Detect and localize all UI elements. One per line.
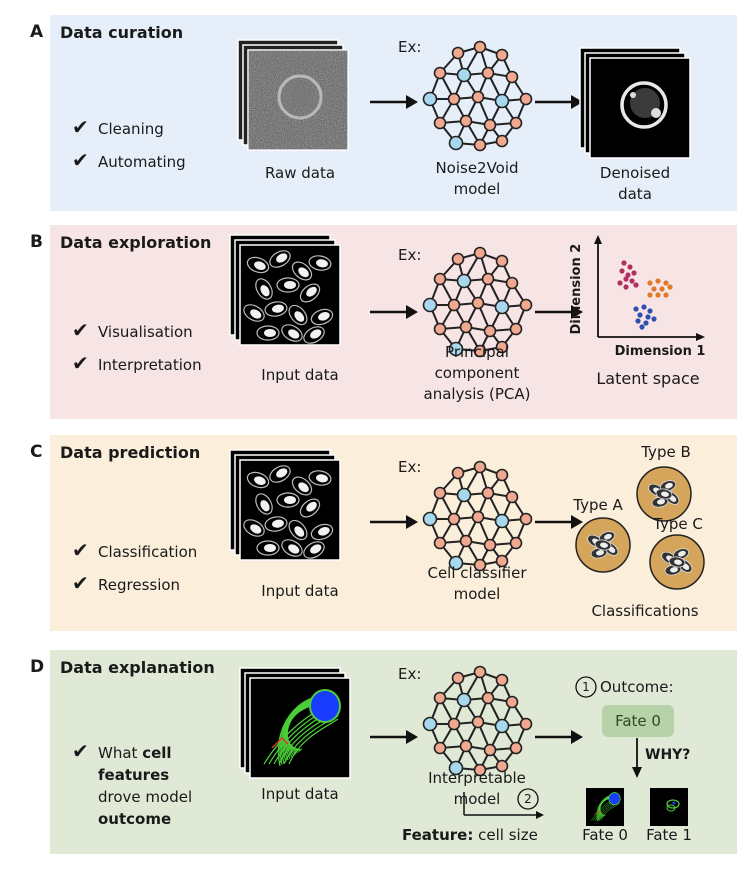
raw-data-label: Raw data xyxy=(264,164,336,182)
step-marker-2 xyxy=(517,788,539,810)
example-label: Ex: xyxy=(398,665,422,683)
arrow-right-icon xyxy=(535,305,583,319)
panel-d-graphics xyxy=(239,665,688,826)
panel-title: Data prediction xyxy=(60,443,201,462)
check-icon: ✔ xyxy=(72,538,89,562)
arrow-right-icon xyxy=(535,95,583,109)
step-1-number: 1 xyxy=(582,680,590,694)
neural-network-icon xyxy=(422,246,533,358)
class-circle-type-a xyxy=(575,517,631,573)
type-c-label: Type C xyxy=(653,515,703,533)
panel-letter-c: C xyxy=(30,442,43,462)
output-label-line1: Denoised xyxy=(599,164,671,182)
arrow-right-icon xyxy=(370,95,418,109)
neural-network-icon xyxy=(422,460,533,572)
why-label: WHY? xyxy=(645,747,691,763)
type-b-label: Type B xyxy=(641,443,691,461)
step-marker-1 xyxy=(575,676,597,698)
model-label-line1: Principal xyxy=(445,343,509,361)
model-label-line2: model xyxy=(453,180,501,198)
check-item: ✔Classification xyxy=(72,538,198,562)
check-icon: ✔ xyxy=(72,318,89,342)
model-label-line1: Noise2Void xyxy=(435,159,519,177)
arrow-right-icon xyxy=(370,515,418,529)
panel-a-graphics xyxy=(237,39,691,159)
model-label-line1: Interpretable xyxy=(428,769,526,787)
input-data-label: Input data xyxy=(261,582,339,600)
outcome-label: Outcome: xyxy=(600,678,674,696)
check-icon: ✔ xyxy=(72,739,89,763)
step-2-number: 2 xyxy=(524,792,532,806)
check-icon: ✔ xyxy=(72,115,89,139)
check-icon: ✔ xyxy=(72,351,89,375)
arrow-right-icon xyxy=(535,730,583,744)
arrow-right-icon xyxy=(535,515,583,529)
example-label: Ex: xyxy=(398,246,422,264)
fate1-label: Fate 1 xyxy=(646,826,692,844)
image-stack-icon xyxy=(229,449,341,561)
neural-network-icon xyxy=(422,40,533,152)
check-item: ✔Cleaning xyxy=(72,115,164,139)
check-icon: ✔ xyxy=(72,148,89,172)
input-data-label: Input data xyxy=(261,785,339,803)
panel-b-graphics xyxy=(229,234,705,358)
panel-title: Data exploration xyxy=(60,233,212,252)
fate0-label: Fate 0 xyxy=(582,826,628,844)
output-label-line2: data xyxy=(618,185,652,203)
image-stack-icon xyxy=(239,667,351,779)
panel-data-explanation: Data explanation ✔What cell features dro… xyxy=(50,650,737,854)
panel-data-curation: Data curation ✔Cleaning ✔Automating xyxy=(50,15,737,211)
check-item: ✔What cell features drove model outcome xyxy=(72,739,193,828)
check-item: ✔Interpretation xyxy=(72,351,202,375)
image-stack-icon xyxy=(229,234,341,346)
image-stack-icon xyxy=(237,39,349,151)
arrow-right-icon xyxy=(370,730,418,744)
latent-space-label: Latent space xyxy=(596,369,700,388)
type-a-label: Type A xyxy=(573,496,623,514)
check-icon: ✔ xyxy=(72,571,89,595)
arrow-right-icon xyxy=(370,305,418,319)
example-label: Ex: xyxy=(398,38,422,56)
check-item: ✔Automating xyxy=(72,148,186,172)
panel-letter-a: A xyxy=(30,22,44,42)
model-label-line1: Cell classifier xyxy=(427,564,527,582)
neural-network-icon xyxy=(422,665,533,777)
class-circle-type-c xyxy=(649,534,705,590)
panel-letter-d: D xyxy=(30,657,45,677)
latent-space-plot xyxy=(594,235,705,341)
model-label-line3: analysis (PCA) xyxy=(423,385,531,403)
model-label-line2: component xyxy=(434,364,520,382)
panel-title: Data curation xyxy=(60,23,184,42)
classifications-label: Classifications xyxy=(591,602,699,620)
panel-letter-b: B xyxy=(30,232,43,252)
panel-data-exploration: Data exploration ✔Visualisation ✔Interpr… xyxy=(50,225,737,419)
x-axis-label: Dimension 1 xyxy=(614,344,706,359)
y-axis-label: Dimension 2 xyxy=(568,243,584,335)
input-data-label: Input data xyxy=(261,366,339,384)
model-label-line2: model xyxy=(453,790,501,808)
predicted-fate-box: Fate 0 xyxy=(602,705,674,737)
check-item: ✔Regression xyxy=(72,571,181,595)
image-stack-icon xyxy=(579,47,691,159)
panel-c-graphics xyxy=(229,449,705,590)
class-circle-type-b xyxy=(636,466,692,522)
example-label: Ex: xyxy=(398,458,422,476)
check-item: ✔Visualisation xyxy=(72,318,193,342)
panel-title: Data explanation xyxy=(60,658,215,677)
feature-label: Feature: cell size xyxy=(402,826,538,844)
panel-data-prediction: Data prediction ✔Classification ✔Regress… xyxy=(50,435,737,631)
model-label-line2: model xyxy=(453,585,501,603)
